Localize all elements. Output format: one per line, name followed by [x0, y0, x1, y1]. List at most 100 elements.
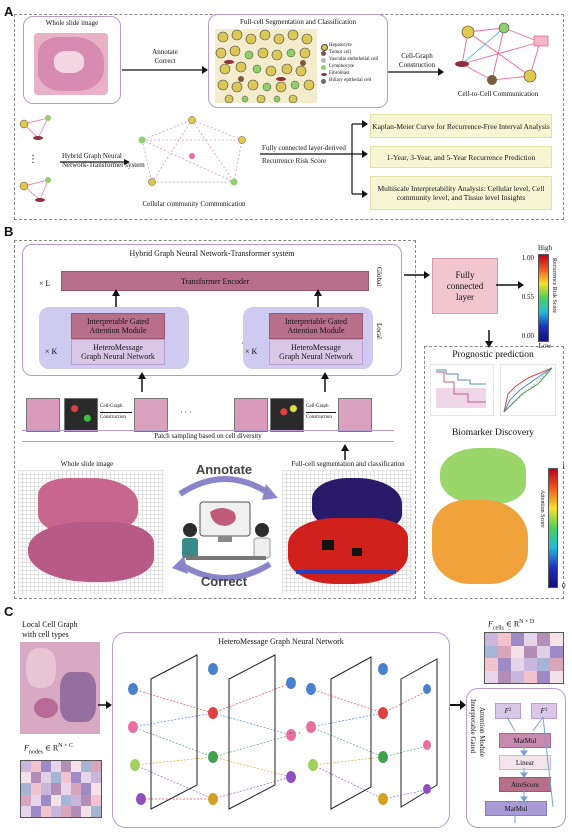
construction-label-b2: Construction — [306, 415, 332, 420]
cell-graph-label-a: Cell-Graph — [401, 52, 433, 60]
gnn-layers-diagram — [128, 654, 438, 810]
patch-segmented-2 — [270, 398, 304, 432]
prognostic-title: Prognostic prediction — [452, 350, 534, 360]
risk-high-label: High — [538, 244, 552, 252]
times-l: × L — [39, 279, 51, 288]
attention-tick-0: 0 — [562, 582, 566, 590]
panel-label-a: A — [4, 4, 14, 19]
panel-b-right-frame — [424, 346, 564, 599]
fc-label-line1: Fully connected layer-derived — [262, 144, 346, 152]
arrow-patch-right — [321, 372, 329, 392]
panel-label-c: C — [4, 604, 14, 619]
linear-box: Linear — [499, 755, 551, 770]
times-k-left: × K — [45, 347, 58, 356]
attention-vertical-line2: Attention Module — [478, 707, 486, 757]
hybrid-label-line2: Network-Transformer system — [62, 161, 145, 169]
hybrid-system-title: Hybrid Graph Neural Network-Transformer … — [129, 249, 295, 258]
segmentation-title: Full-cell Segmentation and Classificatio… — [239, 18, 357, 26]
cellular-community-graph — [138, 116, 246, 186]
correct-label: Correct — [154, 57, 176, 65]
cell-to-cell-graph — [455, 22, 549, 85]
wsi-thumbnail — [34, 33, 108, 95]
annotate-title: Annotate — [195, 462, 253, 477]
arrow-annotate — [122, 66, 208, 74]
wsi-label-b: Whole slide image — [60, 460, 114, 468]
f-nodes-label: Fnodes ∈ RN × C — [24, 743, 73, 756]
construction-label-a: Construction — [398, 61, 436, 69]
arrow-up-left — [112, 289, 120, 309]
construction-label-b1: Construction — [100, 415, 126, 420]
wsi-box: Whole slide image — [23, 16, 121, 104]
attention-score-title: Attention Score — [539, 490, 545, 528]
patch-segmented-1 — [64, 398, 98, 432]
f-cells-matrix — [484, 632, 564, 684]
community-label: Cellular community Communication — [142, 200, 246, 208]
risk-score-title: Recurrence Risk Score — [551, 258, 557, 313]
cell-graph-label-b2: Cell-Graph — [306, 404, 329, 409]
cell-segmentation-image — [215, 29, 317, 103]
matmul-box-2: MatMul — [485, 801, 547, 816]
risk-tick-1: 1.00 — [521, 254, 534, 262]
hybrid-label-line1: Hybrid Graph Neural — [62, 152, 122, 160]
transformer-encoder: Transformer Encoder — [61, 271, 369, 291]
risk-colorbar — [538, 254, 549, 342]
patch-he-2 — [234, 398, 268, 432]
annotate-correct-illustration — [172, 476, 278, 581]
output-recurrence-prediction: 1-Year, 3-Year, and 5-Year Recurrence Pr… — [370, 146, 552, 168]
arrow-branches — [260, 120, 368, 198]
segmentation-box: Full-cell Segmentation and Classificatio… — [208, 14, 388, 108]
mini-cell-graphs: ⋮ — [19, 115, 51, 202]
arrow-up-right — [314, 289, 322, 309]
cell-to-cell-label: Cell-to-Cell Communication — [457, 90, 539, 98]
cell-graph-line-b1 — [100, 412, 132, 413]
arrow-seg-up — [341, 444, 349, 460]
arrow-cell-graph — [388, 68, 444, 76]
attention-module-arrows — [506, 716, 554, 823]
f-nodes-matrix — [20, 760, 102, 818]
segmentation-label-b: Full-cell segmentation and classificatio… — [291, 460, 405, 468]
gnn-title: HeteroMessage Graph Neural Network — [218, 637, 344, 646]
wsi-large — [18, 470, 164, 594]
local-cell-graph-image — [20, 642, 100, 734]
patch-graph-2 — [338, 398, 372, 432]
local-label: Local — [375, 323, 383, 339]
times-k-right: × K — [245, 347, 258, 356]
local-graph-label-2: with cell types — [22, 630, 69, 639]
matmul-box-1: MatMul — [499, 733, 551, 748]
arrow-to-fc — [404, 271, 430, 279]
gnn-ellipsis: · · · — [289, 729, 301, 738]
cell-graph-label-b1: Cell-Graph — [100, 404, 123, 409]
roc-curve — [500, 364, 556, 416]
wsi-label: Whole slide image — [45, 19, 99, 27]
hybrid-system-box: Hybrid Graph Neural Network-Transformer … — [22, 244, 402, 376]
segmented-wsi — [282, 470, 412, 594]
risk-tick-0: 0.00 — [521, 332, 534, 340]
attention-colorbar — [548, 468, 558, 588]
patch-sampling-label: Patch sampling based on cell diversity — [22, 430, 394, 442]
attention-vertical-line1: Interpretable Gated — [469, 699, 477, 754]
output-interpretability: Multiscale Interpretability Analysis: Ce… — [370, 176, 552, 210]
biomarker-title: Biomarker Discovery — [451, 428, 535, 438]
attention-map — [430, 442, 532, 588]
output-kaplan-meier: Kaplan-Meier Curve for Recurrence-Free I… — [370, 114, 552, 138]
risk-tick-055: 0.55 — [521, 293, 534, 301]
risk-low-label: Low — [538, 342, 552, 350]
cell-graph-line-b2 — [306, 412, 336, 413]
svg-text:⋮: ⋮ — [28, 154, 38, 165]
global-label: Global — [375, 267, 383, 287]
arrow-to-gnn — [98, 701, 112, 709]
patch-graph-1 — [134, 398, 168, 432]
arrow-down-prognostic — [485, 330, 493, 348]
correct-title: Correct — [200, 574, 248, 589]
f-cells-label: Fcells ∈ RN × D — [488, 619, 535, 632]
local-graph-label-1: Local Cell Graph — [22, 620, 78, 629]
